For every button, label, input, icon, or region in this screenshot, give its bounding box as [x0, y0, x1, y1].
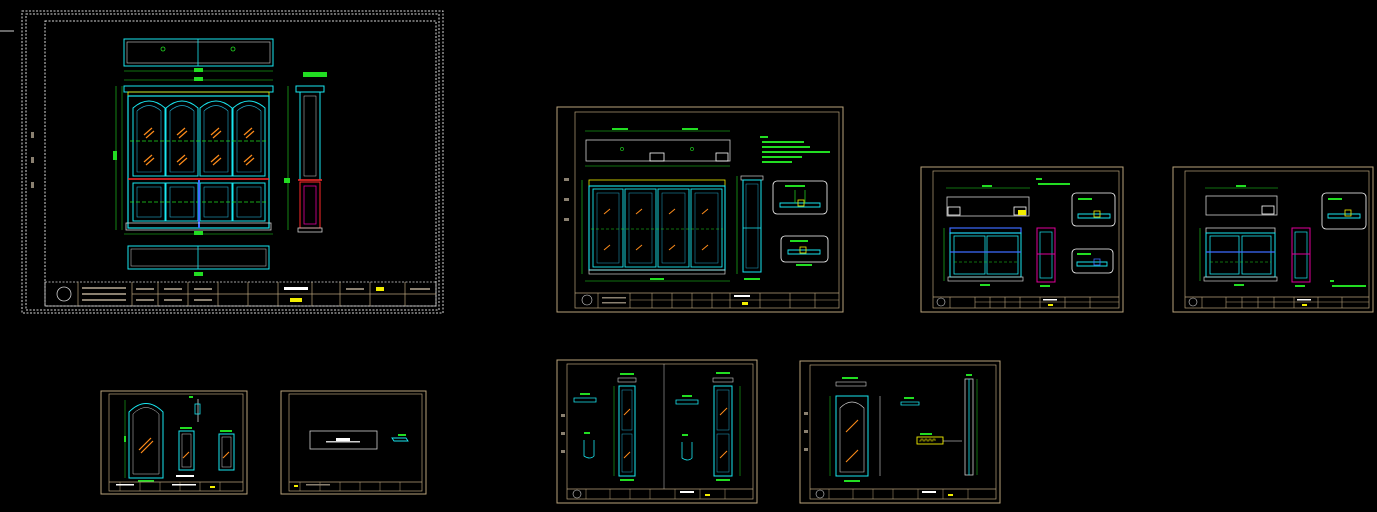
detail-callout-1[interactable]: [772, 180, 828, 215]
sheet-molding[interactable]: [280, 390, 427, 495]
detail-callout[interactable]: [1321, 192, 1367, 230]
cabinet-front-elevation[interactable]: [123, 85, 274, 231]
vertical-dimensions: [113, 86, 123, 230]
top-plan-view[interactable]: [123, 38, 274, 72]
sheet-main-elevation[interactable]: [21, 10, 444, 314]
binding-strip-marks: [804, 412, 808, 451]
sheet-small-cabinet-a[interactable]: [920, 166, 1124, 313]
company-logo-icon: [56, 286, 72, 302]
side-section[interactable]: [736, 175, 764, 280]
note-line: [1332, 285, 1366, 287]
sheet-title-block[interactable]: [1185, 296, 1369, 308]
glass-hatch-marks: [143, 127, 255, 166]
sheet-title-block[interactable]: [567, 488, 753, 499]
sheet-door-panel[interactable]: [100, 390, 248, 495]
detail-callout-2[interactable]: [1071, 248, 1114, 274]
side-section[interactable]: [1036, 227, 1056, 287]
side-section[interactable]: [1291, 227, 1311, 287]
door-profile[interactable]: [189, 396, 201, 422]
dimension-text-bottom: [194, 231, 203, 235]
sheet-small-cabinet-b[interactable]: [1172, 166, 1374, 313]
molding-profile[interactable]: [391, 434, 409, 442]
sheet-title-block[interactable]: [289, 481, 422, 491]
small-door-elevation-1[interactable]: [176, 427, 195, 477]
sheet-title-block[interactable]: [810, 488, 996, 499]
sheet-single-door[interactable]: [799, 360, 1001, 504]
sheet-title-block[interactable]: [933, 296, 1119, 308]
sheet-outer-frame: [21, 10, 444, 314]
sheet-elevation-details[interactable]: [556, 106, 844, 313]
sheet-outer-frame-inner: [25, 13, 440, 311]
bottom-plan-view[interactable]: [127, 245, 270, 276]
notes-block: [760, 136, 830, 163]
company-logo-icon: [936, 297, 946, 307]
side-panel-left[interactable]: [573, 373, 637, 481]
plan-view[interactable]: [946, 185, 1030, 217]
binding-strip-marks: [31, 132, 34, 188]
front-elevation[interactable]: [943, 227, 1024, 286]
tall-side-section[interactable]: [964, 374, 978, 476]
binding-strip-marks: [564, 178, 569, 221]
detail-callout-1[interactable]: [1071, 192, 1116, 227]
upper-glass-doors[interactable]: [132, 100, 266, 177]
arched-door-elevation[interactable]: [124, 400, 164, 482]
detail-callout-2[interactable]: [780, 235, 829, 266]
note-marker: [1330, 280, 1334, 282]
front-elevation[interactable]: [581, 179, 730, 282]
plan-view[interactable]: [1205, 185, 1278, 216]
single-door-elevation[interactable]: [829, 377, 881, 482]
sheet-side-panels[interactable]: [556, 359, 758, 504]
front-elevation[interactable]: [1199, 227, 1278, 286]
company-logo-icon: [572, 489, 582, 499]
molding-elevation[interactable]: [309, 430, 378, 450]
small-door-elevation-2[interactable]: [218, 430, 235, 471]
side-section-view[interactable]: [284, 72, 327, 233]
company-logo-icon: [581, 294, 593, 306]
door-profile-detail[interactable]: [900, 397, 920, 406]
company-logo-icon: [815, 489, 825, 499]
dimension-text-top: [194, 77, 203, 81]
side-section-label: [303, 72, 327, 77]
binding-strip-marks: [561, 414, 565, 453]
sheet-title-block[interactable]: [109, 481, 243, 491]
rail-section-detail[interactable]: [916, 433, 962, 445]
sheet-title-block[interactable]: [575, 292, 839, 308]
plan-view[interactable]: [585, 128, 731, 167]
side-panel-right[interactable]: [675, 372, 741, 481]
main-sheet-title-block[interactable]: [44, 281, 437, 307]
company-logo-icon: [1188, 297, 1198, 307]
